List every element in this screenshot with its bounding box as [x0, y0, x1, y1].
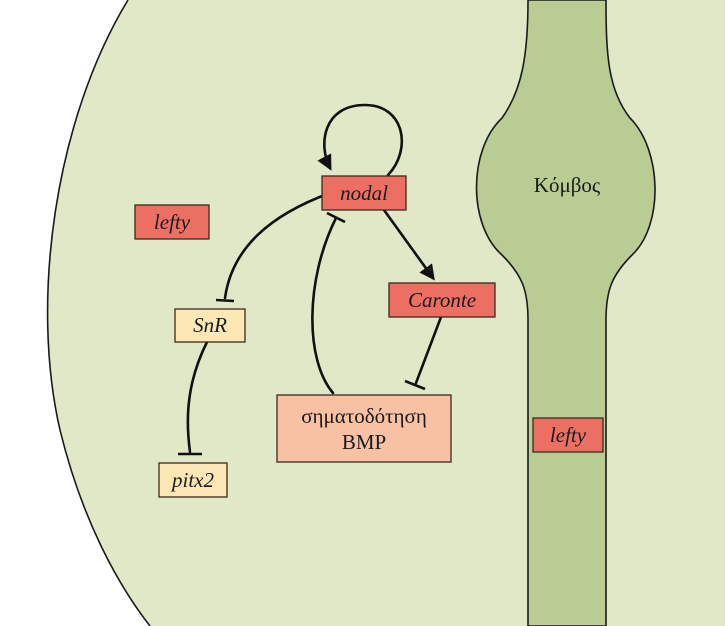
node-snr: SnR	[174, 308, 246, 343]
edge-caronte-inhibits-bmp	[414, 315, 443, 385]
bmp-label-line2: BMP	[342, 430, 386, 454]
nodal-inhibition-bar	[326, 211, 346, 224]
bmp-inhibition-bar	[404, 379, 426, 391]
edge-nodal-to-caronte	[382, 208, 435, 281]
node-nodal: nodal	[321, 175, 407, 211]
caronte-label: Caronte	[408, 288, 476, 312]
node-caronte: Caronte	[388, 282, 496, 318]
node-pitx2: pitx2	[158, 462, 228, 498]
nodal-self-loop	[317, 103, 404, 177]
edge-bmp-inhibits-nodal	[311, 216, 338, 395]
lefty-node-label: lefty	[550, 423, 587, 447]
pitx2-label: pitx2	[170, 468, 214, 492]
snr-inhibition-bar	[215, 298, 235, 303]
cell-region	[47, 0, 725, 626]
node-lefty-in-node: lefty	[532, 417, 604, 453]
edge-snr-inhibits-pitx2	[186, 340, 209, 454]
node-tube	[475, 0, 656, 626]
bmp-label-line1: σηματοδότηση	[301, 404, 427, 428]
node-lefty-left: lefty	[134, 204, 210, 240]
nodal-label: nodal	[340, 181, 388, 205]
node-bmp-signaling: σηματοδότηση BMP	[276, 394, 452, 463]
cell-outline	[46, 0, 151, 626]
node-label: Κόμβος	[534, 173, 601, 197]
edge-nodal-inhibits-snr	[223, 191, 332, 300]
lefty-left-label: lefty	[154, 210, 191, 234]
snr-label: SnR	[193, 313, 227, 337]
